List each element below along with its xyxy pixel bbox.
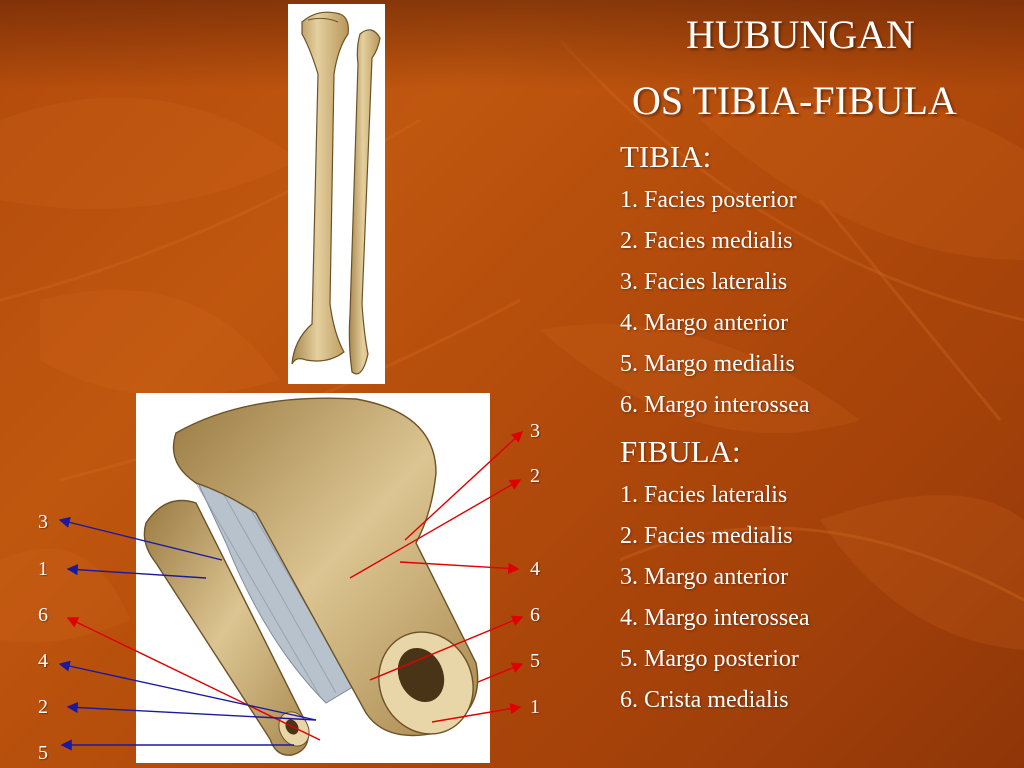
- figure-label-left-6: 5: [38, 742, 48, 764]
- figure-label-left-1: 3: [38, 511, 48, 533]
- title-band: [0, 0, 1024, 90]
- tibia-fibula-cross-section-image: [136, 393, 490, 763]
- figure-label-left-3: 6: [38, 604, 48, 626]
- figure-label-right-1: 3: [530, 420, 540, 442]
- fibula-item-4: 4. Margo interossea: [620, 605, 810, 631]
- fibula-heading: FIBULA:: [620, 434, 741, 469]
- tibia-item-5: 5. Margo medialis: [620, 351, 795, 377]
- tibia-fibula-drawing: [291, 11, 381, 375]
- slide-title-line-2: OS TIBIA-FIBULA: [632, 78, 957, 123]
- figure-label-right-6: 1: [530, 696, 540, 718]
- fibula-item-6: 6. Crista medialis: [620, 687, 789, 713]
- figure-label-right-4: 6: [530, 604, 540, 626]
- tibia-item-3: 3. Facies lateralis: [620, 269, 788, 295]
- figure-label-right-3: 4: [530, 558, 540, 580]
- tibia-heading: TIBIA:: [620, 139, 712, 174]
- slide-title-line-1: HUBUNGAN: [686, 12, 915, 57]
- figure-label-right-5: 5: [530, 650, 540, 672]
- figure-label-right-2: 2: [530, 465, 540, 487]
- tibia-fibula-overview-image: [288, 4, 385, 384]
- tibia-item-1: 1. Facies posterior: [620, 187, 797, 213]
- fibula-item-5: 5. Margo posterior: [620, 646, 799, 672]
- fibula-item-3: 3. Margo anterior: [620, 564, 789, 590]
- figure-label-left-2: 1: [38, 558, 48, 580]
- figure-label-left-4: 4: [38, 650, 48, 672]
- cross-section-drawing: [143, 397, 479, 756]
- tibia-item-4: 4. Margo anterior: [620, 310, 789, 336]
- figure-label-left-5: 2: [38, 696, 48, 718]
- tibia-item-2: 2. Facies medialis: [620, 228, 793, 254]
- fibula-item-1: 1. Facies lateralis: [620, 482, 788, 508]
- tibia-item-6: 6. Margo interossea: [620, 392, 810, 418]
- fibula-item-2: 2. Facies medialis: [620, 523, 793, 549]
